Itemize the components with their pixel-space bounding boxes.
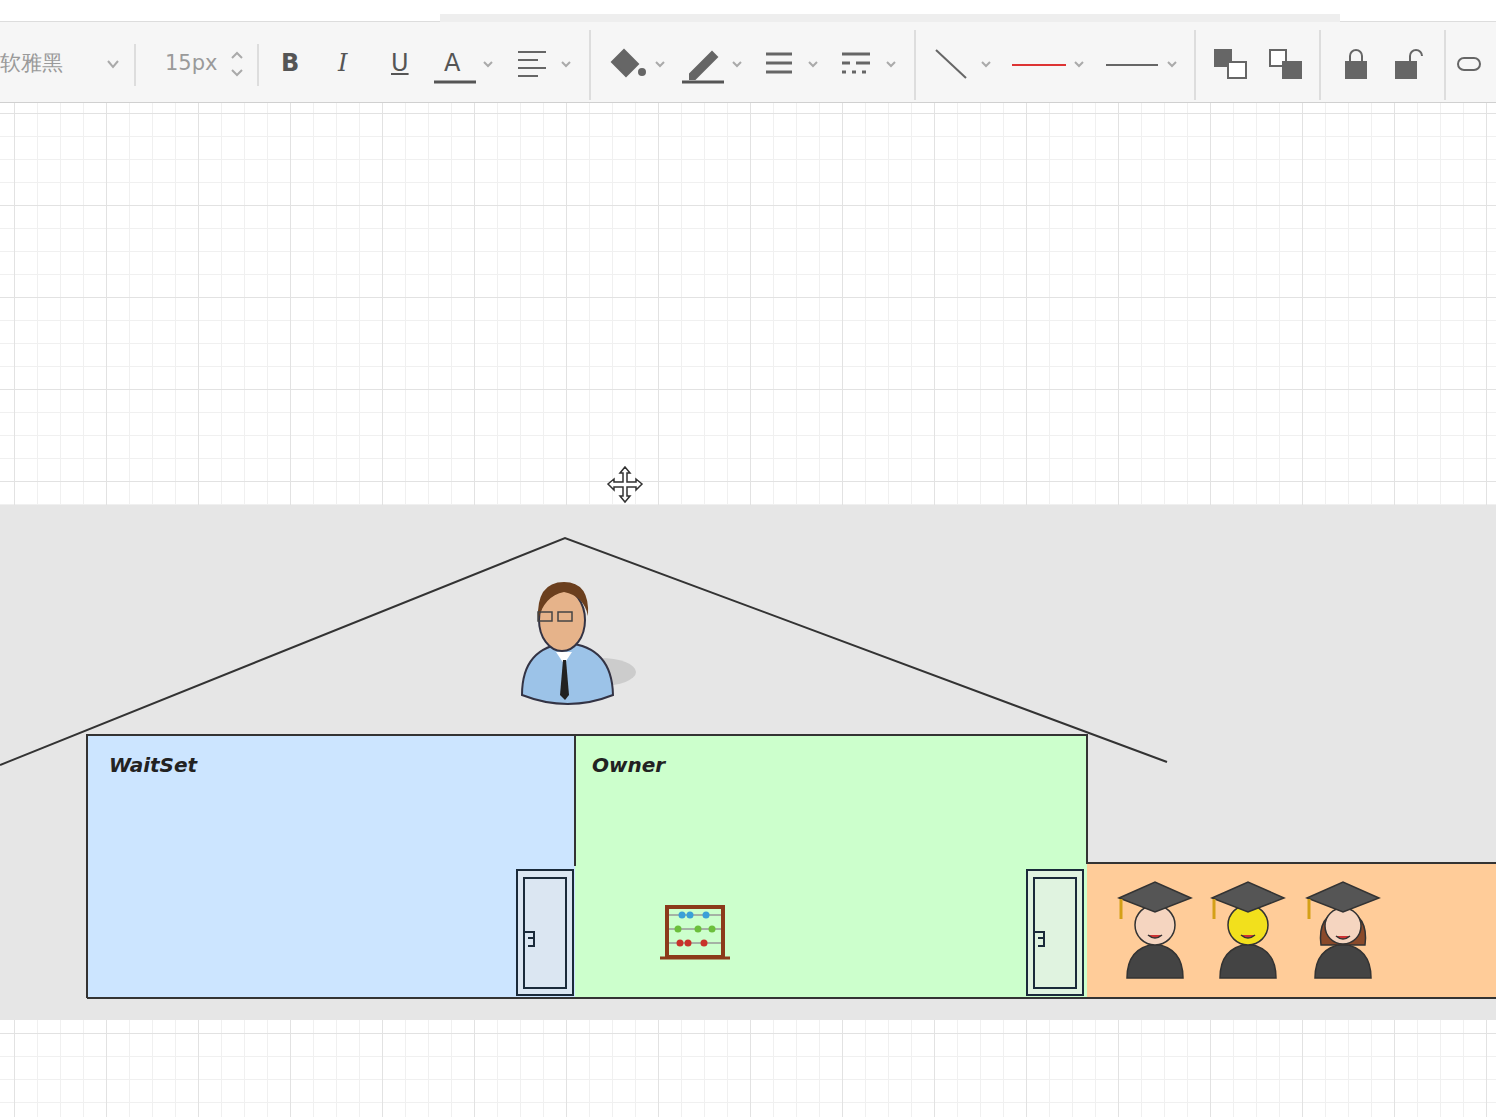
waitset-fill <box>87 735 575 998</box>
italic-button: I <box>338 51 347 75</box>
roof-line <box>0 538 1167 765</box>
entrylist-fill <box>1087 862 1496 998</box>
room-outlines <box>87 735 1496 998</box>
owner-room: Owner <box>575 735 1087 998</box>
font-size: 15px <box>165 53 217 74</box>
room-title: Owner <box>592 753 665 777</box>
owner-person <box>522 582 636 704</box>
underline-button: U <box>391 51 409 75</box>
graduate-figures <box>1119 882 1379 978</box>
band-background <box>0 505 1496 1020</box>
owner-fill <box>575 735 1087 998</box>
door-icons <box>517 870 1083 995</box>
font-name: 软雅黑 <box>0 53 63 74</box>
move-cursor <box>608 467 642 502</box>
toolbar-icons <box>108 14 1480 100</box>
font-color-button: A <box>444 51 460 75</box>
room-title: WaitSet <box>109 753 197 777</box>
bold-button: B <box>281 51 299 75</box>
waitset-room: WaitSet <box>87 735 575 998</box>
abacus-icon <box>660 907 730 958</box>
